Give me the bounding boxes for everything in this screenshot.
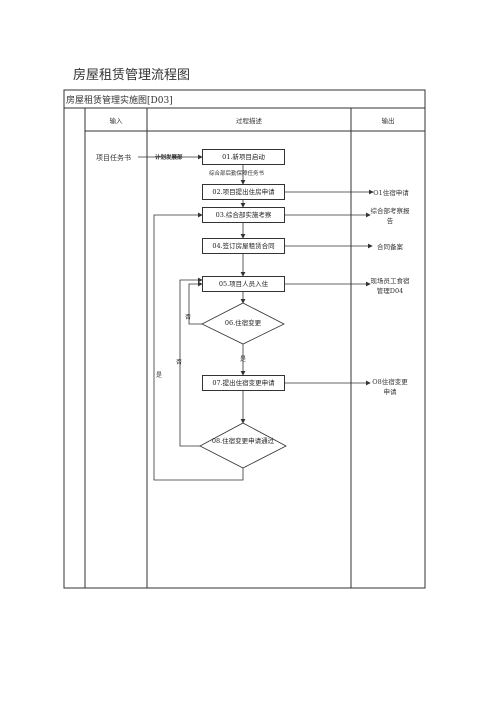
- decision-06-label: 06.住宿变更: [224, 319, 262, 327]
- input-plan-release: 计划发展部: [155, 155, 183, 161]
- column-header-process: 过程描述: [236, 117, 262, 125]
- branch-label-no-06: 否: [185, 314, 192, 321]
- loop-06-no-to-05: [188, 281, 203, 325]
- loop-08-yes-to-03: [153, 212, 244, 481]
- output-07: O8住宿变更申请: [372, 378, 408, 396]
- output-02: O1住宿申请: [373, 189, 409, 197]
- input-task-book: 项目任务书: [96, 154, 131, 162]
- page-title: 房屋租赁管理流程图: [73, 68, 191, 83]
- step-01-note: 综合部后勤保障任务书: [209, 171, 265, 177]
- decision-08-label: 08.住宿变更申请通过: [211, 437, 275, 445]
- output-04: 合同备案: [377, 243, 403, 251]
- step-04-box: 04.签订房屋租赁合同: [202, 238, 285, 254]
- loop-08-no-to-05: [179, 277, 203, 447]
- decision-06-shape: [201, 302, 285, 345]
- column-header-input: 输入: [109, 117, 123, 125]
- step-07-box: 07.提出住宿变更申请: [202, 375, 285, 391]
- output-03: 综合部考察报告: [370, 207, 410, 225]
- step-03-box: 03.综合部实施考察: [202, 207, 285, 223]
- branch-label-yes-08: 是: [156, 372, 163, 379]
- branch-label-no-08: 否: [176, 359, 183, 366]
- branch-label-yes-06: 是: [240, 356, 247, 363]
- step-02-box: 02.项目提出住房申请: [202, 184, 285, 200]
- table-title: 房屋租赁管理实施图[D03]: [66, 96, 173, 106]
- column-header-output: 输出: [381, 117, 395, 125]
- table-frame: [63, 89, 426, 589]
- step-01-box: 01.新项目启动: [202, 149, 285, 165]
- output-05: 现场员工食宿管理D04: [370, 277, 410, 295]
- step-05-box: 05.项目人员入住: [202, 276, 285, 292]
